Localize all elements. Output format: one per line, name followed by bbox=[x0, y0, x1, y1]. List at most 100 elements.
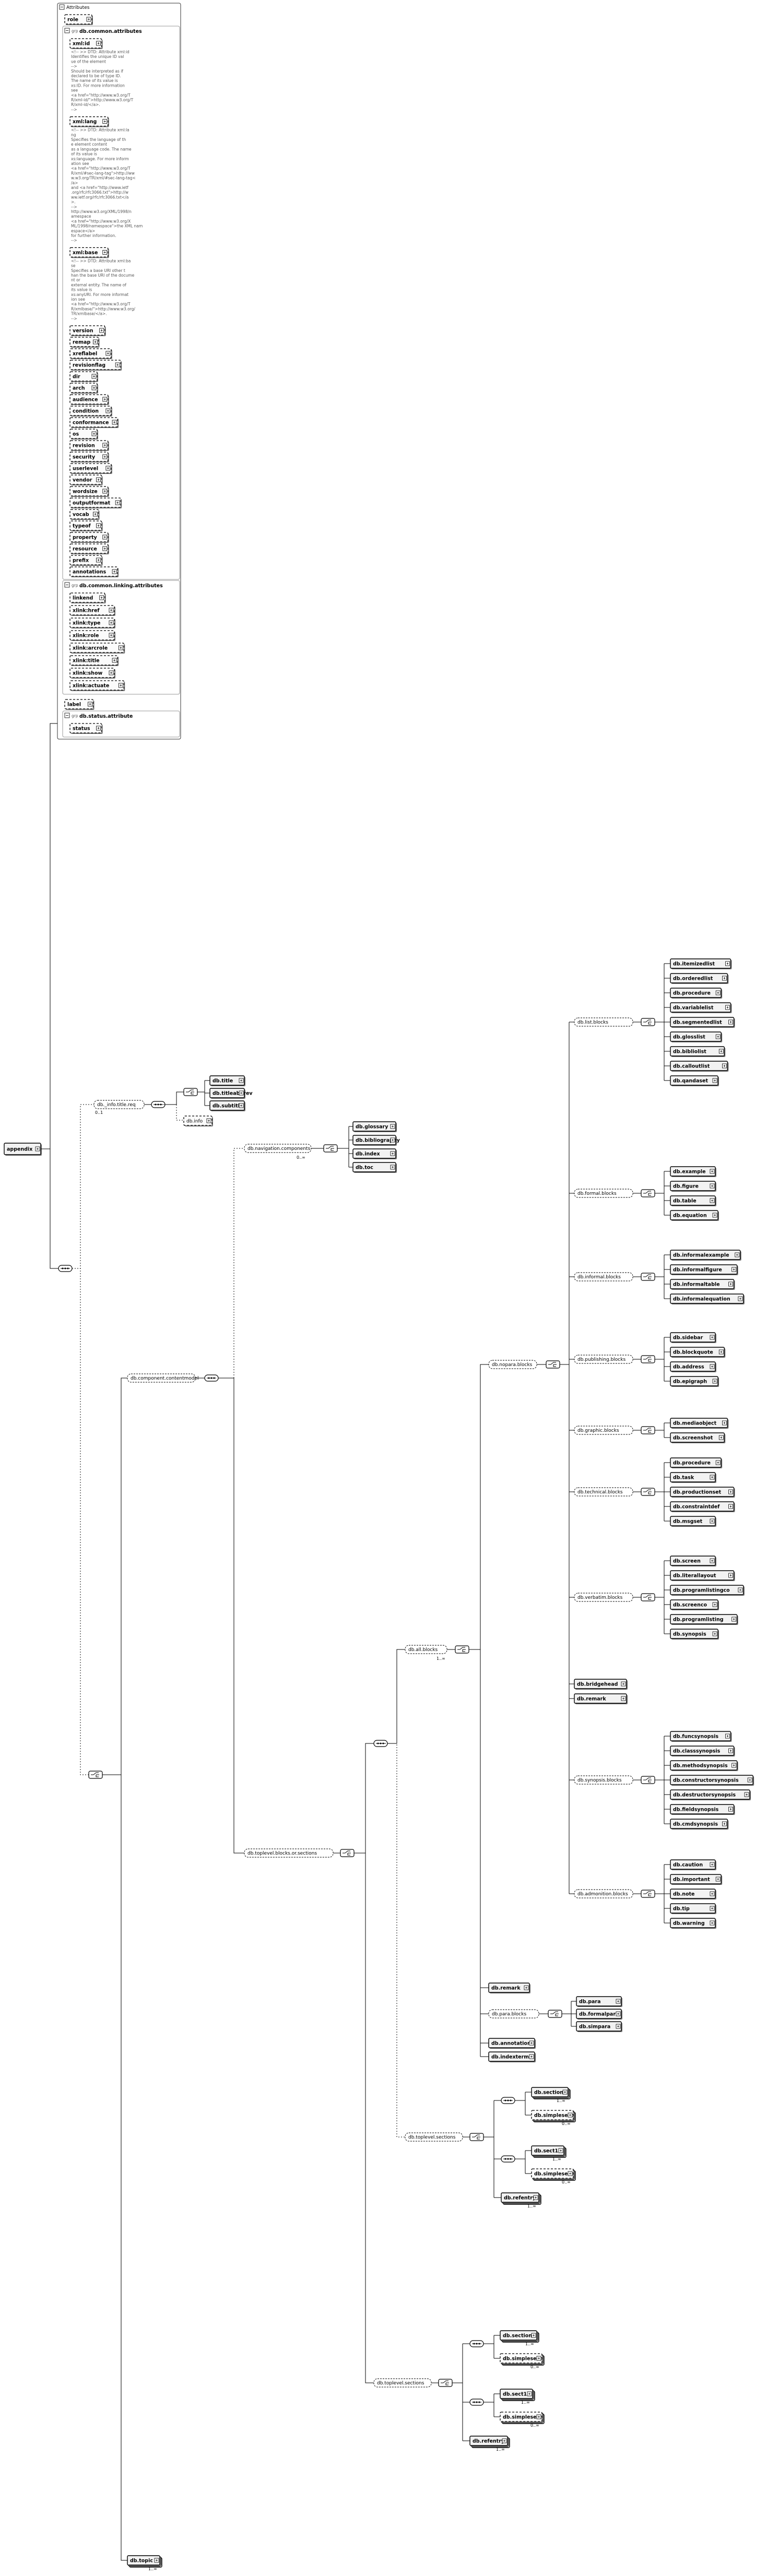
expand-icon[interactable] bbox=[109, 608, 114, 613]
expand-icon[interactable] bbox=[109, 620, 114, 625]
expand-icon[interactable] bbox=[710, 1920, 715, 1926]
attr-xlink-href[interactable]: xlink:href bbox=[69, 605, 115, 616]
element-db-glosslist[interactable]: db.glosslist bbox=[670, 1031, 723, 1042]
expand-icon[interactable] bbox=[91, 431, 97, 436]
expand-icon[interactable] bbox=[206, 1118, 211, 1123]
element-db-toc[interactable]: db.toc bbox=[352, 1162, 397, 1173]
group-db-list-blocks[interactable]: db.list.blocks bbox=[574, 1017, 633, 1027]
element-db-indexterm[interactable]: db.indexterm bbox=[488, 2051, 536, 2062]
expand-icon[interactable] bbox=[105, 351, 111, 356]
expand-icon[interactable] bbox=[112, 420, 117, 425]
element-db-title[interactable]: db.title bbox=[209, 1075, 245, 1086]
expand-icon[interactable] bbox=[722, 976, 727, 981]
expand-icon[interactable] bbox=[102, 546, 108, 551]
expand-icon[interactable] bbox=[109, 633, 114, 638]
expand-icon[interactable] bbox=[109, 670, 114, 675]
element-db-cmdsynopsis[interactable]: db.cmdsynopsis bbox=[670, 1819, 729, 1830]
expand-icon[interactable] bbox=[710, 1558, 715, 1563]
element-db-index[interactable]: db.index bbox=[352, 1148, 397, 1159]
attr-xlink-arcrole[interactable]: xlink:arcrole bbox=[69, 643, 125, 654]
expand-icon[interactable] bbox=[91, 385, 97, 390]
attr-vendor[interactable]: vendor bbox=[69, 474, 103, 485]
expand-icon[interactable] bbox=[88, 702, 92, 707]
expand-icon[interactable] bbox=[718, 1049, 724, 1054]
expand-icon[interactable] bbox=[105, 408, 111, 413]
group-db-graphic-blocks[interactable]: db.graphic.blocks bbox=[574, 1426, 633, 1435]
group-db-toplevel-blocks-or-sections[interactable]: db.toplevel.blocks.or.sections bbox=[244, 1848, 334, 1858]
expand-icon[interactable] bbox=[118, 645, 123, 650]
expand-icon[interactable] bbox=[715, 1460, 721, 1465]
group-db-info-title-req[interactable]: db._info.title.req bbox=[93, 1100, 145, 1109]
attr-xml-id[interactable]: xml:id bbox=[69, 38, 103, 49]
attr-xlink-actuate[interactable]: xlink:actuate bbox=[69, 680, 125, 691]
expand-icon[interactable] bbox=[96, 726, 101, 731]
element-db-bibliolist[interactable]: db.bibliolist bbox=[670, 1046, 726, 1057]
expand-icon[interactable] bbox=[710, 1862, 715, 1867]
attr-audience[interactable]: audience bbox=[69, 394, 109, 405]
element-db-formalpara[interactable]: db.formalpara bbox=[576, 2009, 622, 2020]
expand-icon[interactable] bbox=[105, 466, 111, 471]
element-db-blockquote[interactable]: db.blockquote bbox=[670, 1347, 726, 1358]
expand-icon[interactable] bbox=[710, 1198, 715, 1203]
attr-xml-lang[interactable]: xml:lang bbox=[69, 116, 109, 127]
group-db-verbatim-blocks[interactable]: db.verbatim.blocks bbox=[574, 1593, 633, 1602]
expand-icon[interactable] bbox=[102, 535, 108, 540]
expand-icon[interactable] bbox=[715, 1034, 721, 1039]
expand-icon[interactable] bbox=[747, 1777, 752, 1783]
expand-icon[interactable] bbox=[115, 362, 120, 367]
expand-icon[interactable] bbox=[710, 1518, 715, 1524]
expand-icon[interactable] bbox=[96, 523, 101, 528]
expand-icon[interactable] bbox=[738, 1587, 743, 1593]
group-db-admonition-blocks[interactable]: db.admonition.blocks bbox=[574, 1889, 633, 1898]
element-db-equation[interactable]: db.equation bbox=[670, 1210, 719, 1221]
expand-icon[interactable] bbox=[102, 443, 108, 448]
element-db-classsynopsis[interactable]: db.classsynopsis bbox=[670, 1746, 735, 1756]
expand-icon[interactable] bbox=[118, 683, 123, 688]
expand-icon[interactable] bbox=[731, 1763, 737, 1768]
element-db-destructorsynopsis[interactable]: db.destructorsynopsis bbox=[670, 1789, 751, 1800]
element-db-procedure[interactable]: db.procedure bbox=[670, 1457, 723, 1468]
element-db-screenco[interactable]: db.screenco bbox=[670, 1599, 719, 1610]
element-db-mediaobject[interactable]: db.mediaobject bbox=[670, 1418, 729, 1429]
element-db-segmentedlist[interactable]: db.segmentedlist bbox=[670, 1017, 735, 1028]
element-db-constructorsynopsis[interactable]: db.constructorsynopsis bbox=[670, 1775, 754, 1786]
expand-icon[interactable] bbox=[710, 1891, 715, 1896]
attr-security[interactable]: security bbox=[69, 452, 109, 462]
expand-icon[interactable] bbox=[568, 2171, 573, 2176]
expand-icon[interactable] bbox=[725, 1005, 730, 1010]
group-db-component-contentmodel[interactable]: db.component.contentmodel bbox=[127, 1373, 199, 1383]
attr-xlink-type[interactable]: xlink:type bbox=[69, 618, 115, 628]
element-db-synopsis[interactable]: db.synopsis bbox=[670, 1629, 719, 1640]
attr-remap[interactable]: remap bbox=[69, 337, 100, 348]
attr-os[interactable]: os bbox=[69, 429, 98, 440]
element-db-qandaset[interactable]: db.qandaset bbox=[670, 1075, 719, 1086]
expand-icon[interactable] bbox=[99, 328, 104, 333]
attr-xml-base[interactable]: xml:base bbox=[69, 247, 109, 258]
attr-xreflabel[interactable]: xreflabel bbox=[69, 348, 112, 359]
element-db-remark[interactable]: db.remark bbox=[574, 1693, 628, 1704]
expand-icon[interactable] bbox=[735, 1252, 740, 1257]
element-db-table[interactable]: db.table bbox=[670, 1195, 716, 1206]
expand-icon[interactable] bbox=[154, 2558, 159, 2563]
expand-icon[interactable] bbox=[102, 454, 108, 459]
expand-icon[interactable] bbox=[96, 557, 101, 563]
element-db-programlistingco[interactable]: db.programlistingco bbox=[670, 1585, 745, 1596]
element-db-fieldsynopsis[interactable]: db.fieldsynopsis bbox=[670, 1804, 735, 1815]
attr-dir[interactable]: dir bbox=[69, 371, 98, 382]
expand-icon[interactable] bbox=[728, 1807, 733, 1812]
expand-icon[interactable] bbox=[562, 2090, 568, 2095]
element-db-literallayout[interactable]: db.literallayout bbox=[670, 1570, 735, 1581]
expand-icon[interactable] bbox=[712, 1631, 717, 1636]
attr-annotations[interactable]: annotations bbox=[69, 566, 119, 577]
expand-icon[interactable] bbox=[712, 1078, 717, 1083]
expand-icon[interactable] bbox=[710, 1475, 715, 1480]
attr-condition[interactable]: condition bbox=[69, 406, 112, 417]
group-db-toplevel-sections[interactable]: db.toplevel.sections bbox=[405, 2132, 463, 2142]
element-db-glossary[interactable]: db.glossary bbox=[352, 1121, 397, 1132]
element-db-informaltable[interactable]: db.informaltable bbox=[670, 1279, 735, 1290]
root-element-appendix[interactable]: appendix bbox=[4, 1143, 42, 1156]
